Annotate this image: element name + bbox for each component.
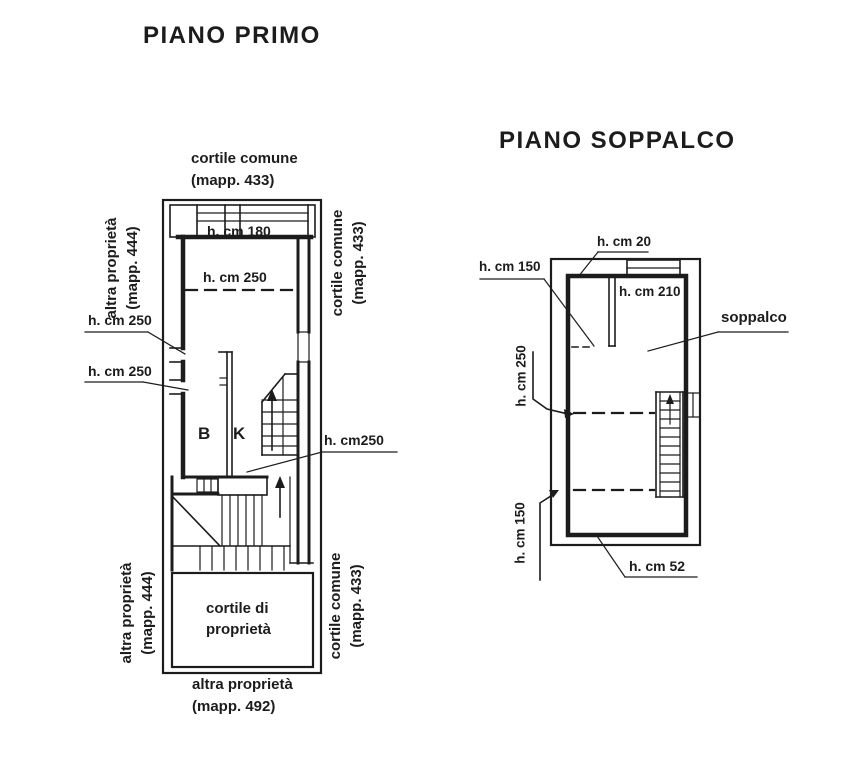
title-piano-primo: PIANO PRIMO xyxy=(143,22,321,49)
label-altra-proprieta-left-bottom: altra proprietà (mapp. 444) xyxy=(118,562,156,664)
landing xyxy=(196,476,268,496)
leader-h250-left-1 xyxy=(84,331,186,355)
label-cortile-comune-right-top: cortile comune (mapp. 433) xyxy=(329,209,367,317)
leader-h250-side xyxy=(532,351,574,418)
label-h250-left-1: h. cm 250 xyxy=(88,312,152,328)
soppalco-room xyxy=(565,273,689,538)
top-window xyxy=(626,259,681,277)
label-cortile-comune-right-bottom: cortile comune (mapp. 433) xyxy=(327,552,365,660)
courtyard-room xyxy=(170,571,315,669)
leader-h150-side xyxy=(539,490,559,581)
external-staircase xyxy=(170,475,314,572)
partition-b-k xyxy=(218,351,233,478)
label-h180: h. cm 180 xyxy=(207,223,271,239)
label-altra-proprieta-left-top: altra proprietà (mapp. 444) xyxy=(103,217,141,319)
label-cortile-di-proprieta: cortile di proprietà xyxy=(206,600,272,638)
label-h250-left-2: h. cm 250 xyxy=(88,363,152,379)
label-h250-side: h. cm 250 xyxy=(513,345,529,407)
leader-soppalco xyxy=(647,331,789,352)
label-h150-side: h. cm 150 xyxy=(512,502,528,564)
piano-primo-plan xyxy=(84,198,398,675)
outer-boundary xyxy=(549,257,702,547)
corridor-arrow xyxy=(275,476,285,518)
leader-h20 xyxy=(577,251,649,278)
label-room-k: K xyxy=(233,424,246,443)
piano-soppalco-plan xyxy=(479,251,789,581)
label-h52: h. cm 52 xyxy=(629,558,686,574)
stair-direction-arrow xyxy=(666,394,674,425)
leader-h150-top xyxy=(479,278,595,347)
label-altra-proprieta-bottom: altra proprietà (mapp. 492) xyxy=(192,676,293,715)
label-cortile-comune-top: cortile comune (mapp. 433) xyxy=(191,150,298,189)
label-soppalco: soppalco xyxy=(721,309,787,326)
mezzanine-staircase xyxy=(655,391,701,498)
partition-wall xyxy=(571,277,616,348)
outer-boundary xyxy=(161,198,323,675)
stair-direction-arrow xyxy=(267,389,277,451)
label-h150-top: h. cm 150 xyxy=(479,259,541,274)
leader-h250-right xyxy=(246,451,398,473)
label-h250-dashed: h. cm 250 xyxy=(203,269,267,285)
label-h250-right: h. cm250 xyxy=(324,432,384,448)
label-room-b: B xyxy=(198,424,211,443)
leader-h52 xyxy=(596,535,698,578)
label-h20: h. cm 20 xyxy=(597,234,652,249)
title-piano-soppalco: PIANO SOPPALCO xyxy=(499,127,736,154)
stair-landing xyxy=(685,392,701,418)
label-h210: h. cm 210 xyxy=(619,284,681,299)
internal-staircase xyxy=(260,372,299,456)
leader-h250-left-2 xyxy=(84,381,189,391)
right-wall-window xyxy=(297,331,310,363)
